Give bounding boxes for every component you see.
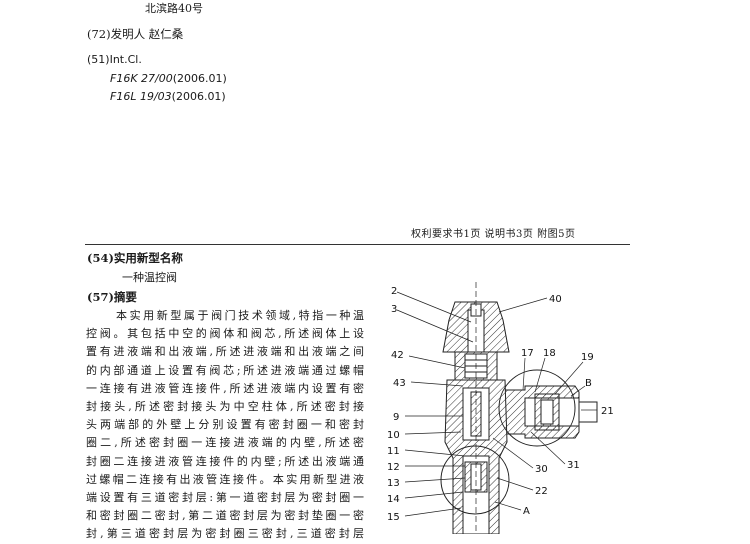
- callout-17: 17: [521, 348, 534, 359]
- callout-19: 19: [581, 352, 594, 363]
- abstract-line: 圈二,所述密封圈一连接进液端的内壁,所述密: [86, 436, 364, 450]
- callout-40: 40: [549, 294, 562, 305]
- callout-31: 31: [567, 460, 580, 471]
- callout-13: 13: [387, 478, 400, 489]
- inventor-line: (72)发明人 赵仁桑: [87, 27, 184, 41]
- abstract-line: 置有进液端和出液端,所述进液端和出液端之间: [86, 345, 364, 359]
- abstract-line: 过螺帽二连接有出液管连接件。本实用新型进液: [86, 472, 364, 486]
- callout-b: B: [585, 378, 592, 389]
- valve-drawing: 2 3 40 42 43 9 10 11 12 13 14 15 17 18 1…: [387, 282, 614, 534]
- callout-9: 9: [393, 412, 399, 423]
- callout-21: 21: [601, 406, 614, 417]
- outlet-connector-bore: [540, 399, 554, 425]
- callout-3: 3: [391, 304, 397, 315]
- callout-30: 30: [535, 464, 548, 475]
- callout-15: 15: [387, 512, 400, 523]
- abstract-line: 头两端部的外壁上分别设置有密封圈一和密封: [86, 418, 364, 432]
- abstract-line: 控阀。其包括中空的阀体和阀芯,所述阀体上设: [86, 327, 364, 341]
- classification-2: F16L 19/03(2006.01): [110, 90, 226, 103]
- abstract-text: 本实用新型属于阀门技术领域,特指一种温 控阀。其包括中空的阀体和阀芯,所述阀体上…: [86, 307, 364, 544]
- callout-18: 18: [543, 348, 556, 359]
- utility-model-name-label: (54)实用新型名称: [87, 251, 183, 265]
- callout-a: A: [523, 506, 530, 517]
- outlet-pipe-end: [579, 401, 598, 423]
- abstract-line: 和密封圈二密封,第二道密封层为密封垫圈一密: [86, 509, 364, 523]
- detail-circle-a: [440, 445, 510, 515]
- abstract-line: 封接头,所述密封接头为中空柱体,所述密封接: [86, 400, 364, 414]
- classification-date: (2006.01): [172, 72, 227, 85]
- abstract-line: 的内部通道上设置有阀芯;所述进液端通过螺帽: [86, 363, 364, 377]
- callout-43: 43: [393, 378, 406, 389]
- utility-model-title: 一种温控阀: [122, 271, 177, 284]
- abstract-line: 一连接有进液管连接件,所述进液端内设置有密: [86, 381, 364, 395]
- callout-2: 2: [391, 286, 397, 297]
- callout-42: 42: [391, 350, 404, 361]
- callout-22: 22: [535, 486, 548, 497]
- detail-circle-b: [498, 369, 576, 447]
- abstract-line: 封,第三道密封层为密封圈三密封,三道密封层: [86, 527, 364, 541]
- classification-code: F16L 19/03: [110, 90, 172, 103]
- abstract-label: (57)摘要: [87, 290, 137, 304]
- callout-14: 14: [387, 494, 400, 505]
- section-divider: [85, 244, 630, 245]
- abstract-line: 封圈二连接进液管连接件的内壁;所述出液端通: [86, 454, 364, 468]
- callout-12: 12: [387, 462, 400, 473]
- classification-date: (2006.01): [171, 90, 226, 103]
- int-cl-label: (51)Int.Cl.: [87, 53, 142, 66]
- page-counts: 权利要求书1页 说明书3页 附图5页: [411, 229, 576, 240]
- applicant-address: 北滨路40号: [145, 2, 203, 15]
- callout-11: 11: [387, 446, 400, 457]
- classification-1: F16K 27/00(2006.01): [110, 72, 227, 85]
- callout-10: 10: [387, 430, 400, 441]
- abstract-line: 本实用新型属于阀门技术领域,特指一种温: [116, 309, 364, 322]
- classification-code: F16K 27/00: [110, 72, 173, 85]
- abstract-line: 端设置有三道密封层:第一道密封层为密封圈一: [86, 491, 364, 505]
